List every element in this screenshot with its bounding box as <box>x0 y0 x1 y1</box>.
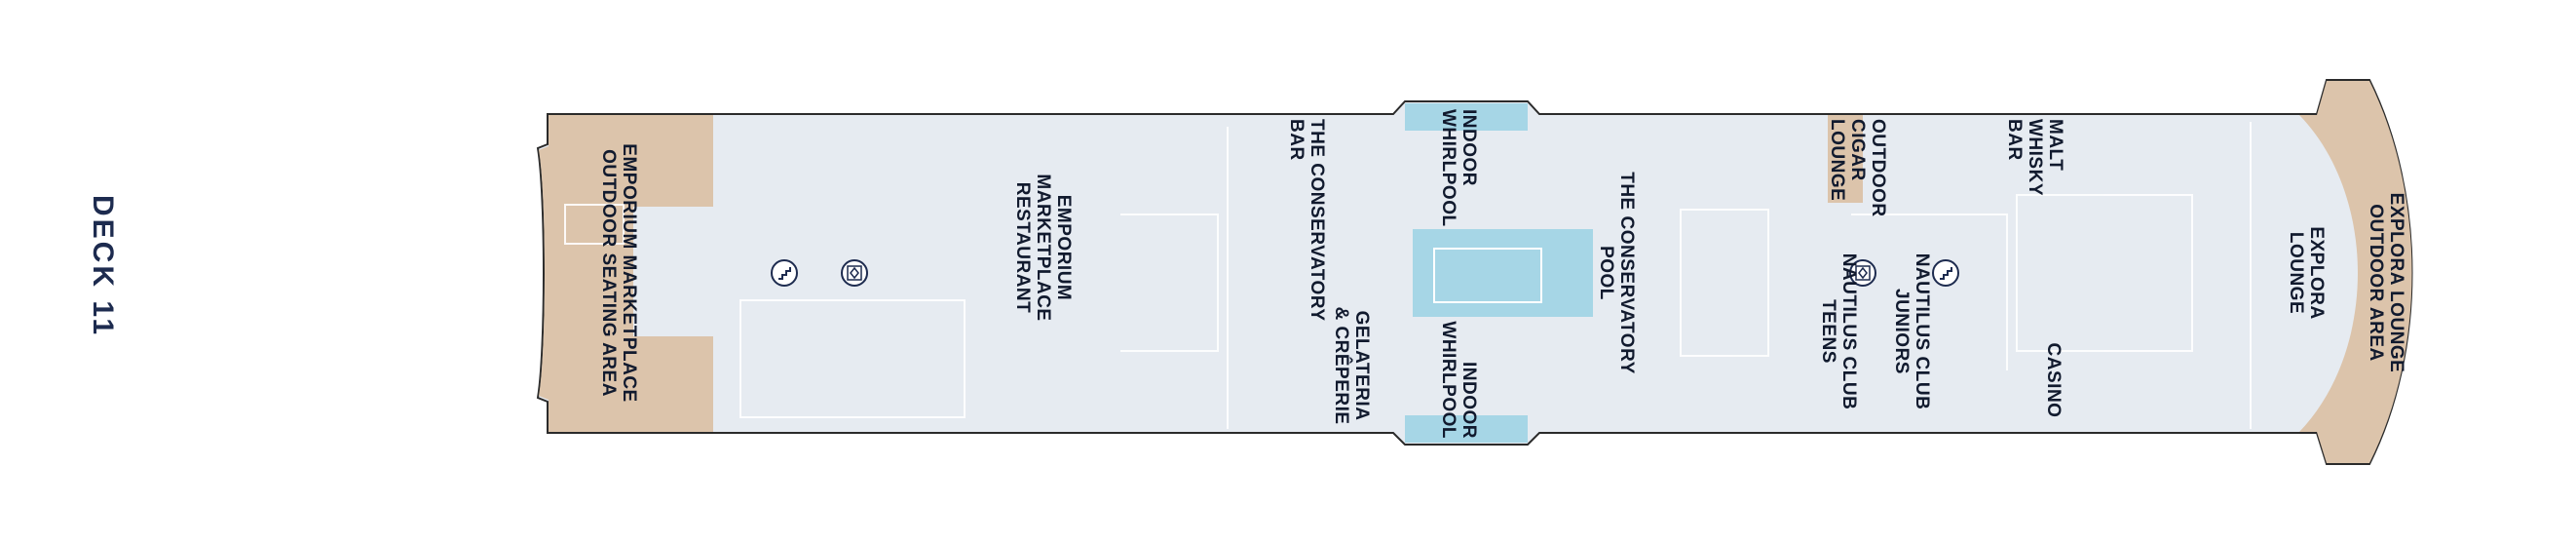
area-label-line: LOUNGE <box>1827 119 1847 201</box>
area-label-line: THE CONSERVATORY <box>1616 172 1637 374</box>
area-label-line: EXPLORA <box>2306 226 2327 319</box>
area-label-line: WHISKY <box>2025 119 2045 196</box>
area-label-gelateria: GELATERIA& CRÊPERIE <box>1331 306 1372 424</box>
area-label-line: BAR <box>1286 119 1307 161</box>
area-label-line: EXPLORA LOUNGE <box>2386 193 2406 373</box>
area-label-line: NAUTILUS CLUB <box>1912 253 1932 410</box>
cigar-lounge-area <box>1828 115 1863 203</box>
elevator-icon <box>841 259 868 287</box>
area-label-line: POOL <box>1596 246 1616 300</box>
area-label-line: THE CONSERVATORY <box>1307 119 1327 322</box>
stairs-icon <box>771 259 798 287</box>
area-label-line: MARKETPLACE <box>1033 174 1053 321</box>
area-label-line: BAR <box>2004 119 2025 161</box>
area-label-line: INDOOR <box>1458 362 1479 439</box>
area-label-casino: CASINO <box>2043 343 2064 418</box>
area-label-line: CIGAR <box>1847 119 1868 181</box>
emporium-outdoor-area <box>539 115 713 432</box>
area-label-line: JUNIORS <box>1891 289 1912 374</box>
area-label-line: WHIRLPOOL <box>1438 109 1458 227</box>
stairs-icon <box>1932 259 1959 287</box>
area-label-line: INDOOR <box>1458 109 1479 186</box>
whirlpool-bottom <box>1405 415 1528 443</box>
elevator-icon <box>1849 259 1876 287</box>
area-label-line: CASINO <box>2043 343 2064 418</box>
area-label-line: MALT <box>2045 119 2065 171</box>
area-label-line: NAUTILUS CLUB <box>1838 253 1859 410</box>
explora-outdoor-area <box>2299 81 2412 463</box>
area-label-line: RESTAURANT <box>1012 182 1033 313</box>
deck-title: DECK 11 <box>87 195 119 337</box>
interior-walls <box>564 122 2252 429</box>
area-label-line: EMPORIUM MARKETPLACE <box>619 143 639 402</box>
area-label-line: & CRÊPERIE <box>1331 306 1352 424</box>
conservatory-pool <box>1413 229 1593 317</box>
area-label-line: OUTDOOR AREA <box>2366 204 2386 362</box>
whirlpool-top <box>1405 103 1528 131</box>
area-label-line: WHIRLPOOL <box>1438 321 1458 439</box>
area-label-line: GELATERIA <box>1351 311 1372 421</box>
area-label-line: OUTDOOR SEATING AREA <box>598 149 619 397</box>
area-label-line: LOUNGE <box>2286 232 2306 314</box>
area-label-line: EMPORIUM <box>1053 195 1074 301</box>
area-label-line: TEENS <box>1818 299 1838 364</box>
area-label-line: OUTDOOR <box>1868 119 1888 217</box>
